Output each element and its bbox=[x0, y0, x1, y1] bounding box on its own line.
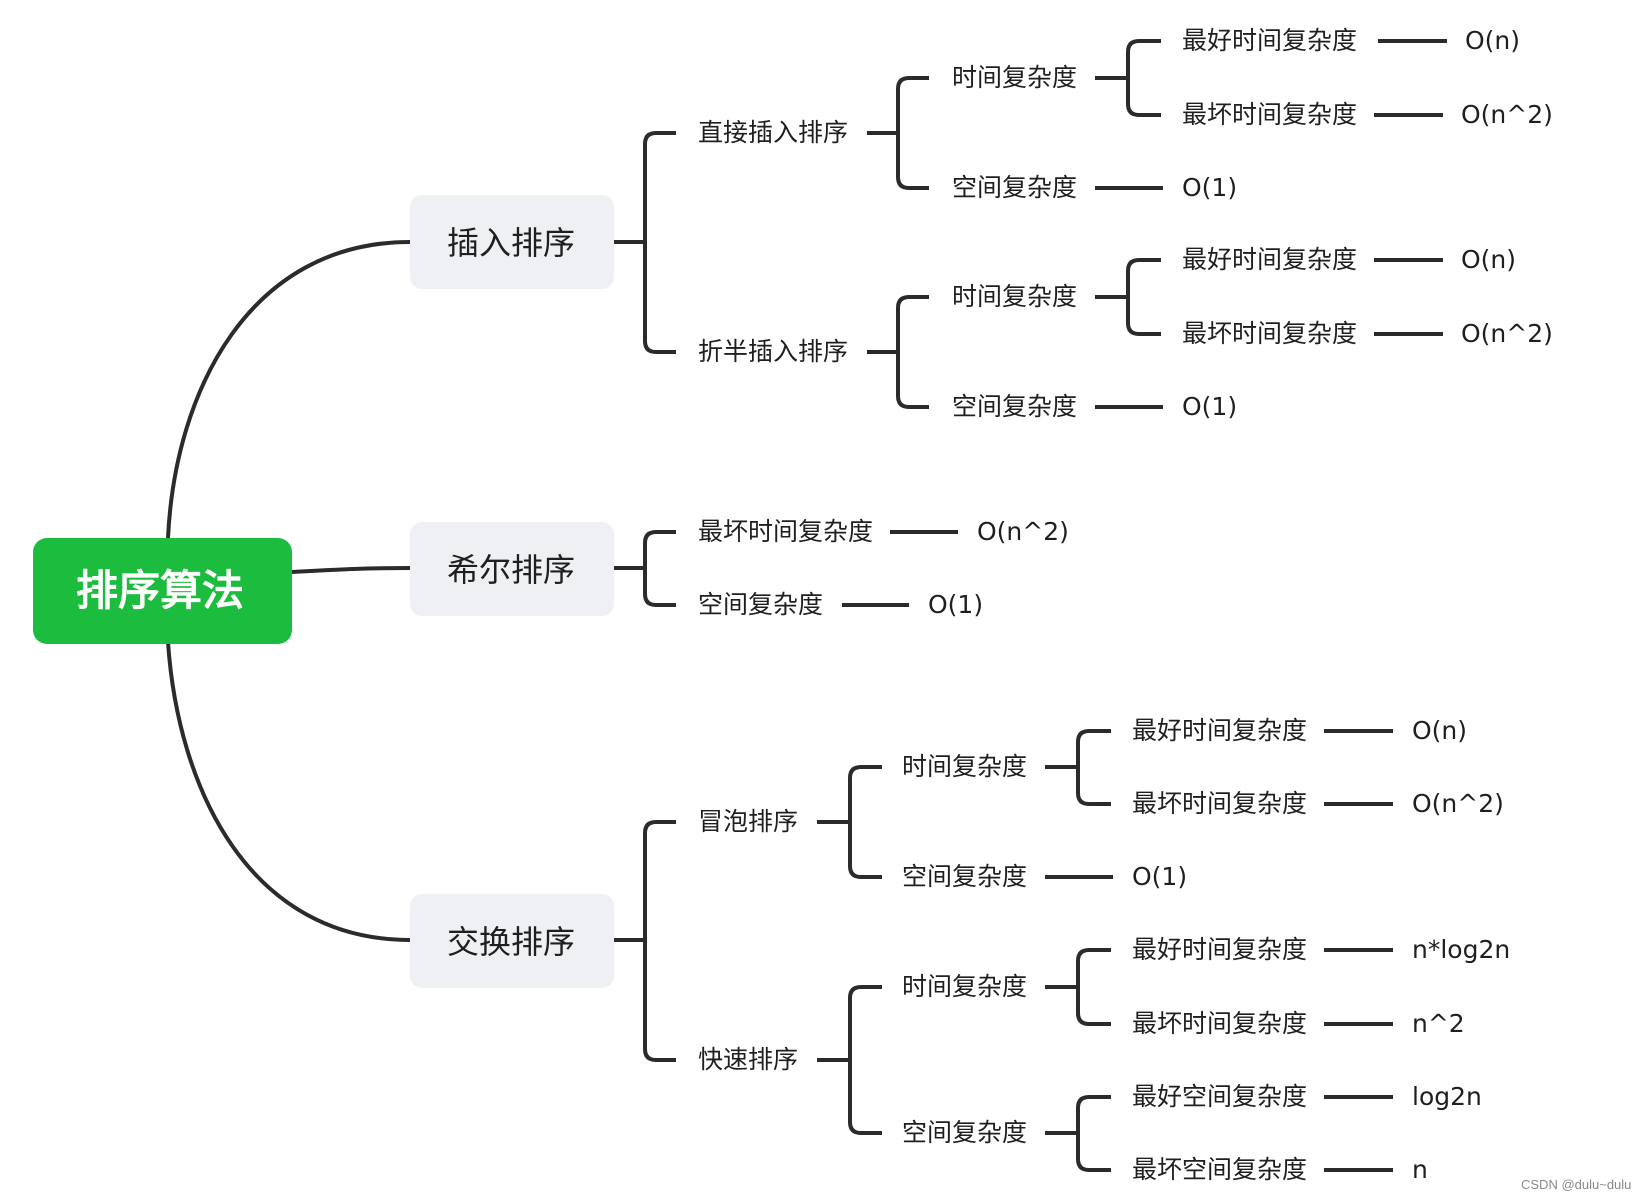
shell-worst-label[interactable]: 最坏时间复杂度 bbox=[698, 517, 874, 546]
category-shell-node[interactable] bbox=[410, 522, 614, 616]
binary-time-worst-value[interactable]: O(n^2) bbox=[1461, 319, 1553, 348]
category-insertion-label: 插入排序 bbox=[447, 224, 576, 262]
category-shell-label: 希尔排序 bbox=[447, 551, 576, 589]
bracket-insertion bbox=[614, 131, 676, 354]
root-label: 排序算法 bbox=[76, 566, 245, 615]
category-exchange-label: 交换排序 bbox=[447, 923, 576, 961]
quick-space-worst-label[interactable]: 最坏空间复杂度 bbox=[1132, 1155, 1308, 1184]
quick-space-best-label[interactable]: 最好空间复杂度 bbox=[1132, 1082, 1308, 1111]
binary-time-best-value[interactable]: O(n) bbox=[1461, 245, 1517, 274]
category-insertion-node[interactable] bbox=[410, 195, 614, 289]
quick-time-best-value[interactable]: n*log2n bbox=[1412, 935, 1511, 964]
direct-insertion-label[interactable]: 直接插入排序 bbox=[698, 118, 849, 147]
direct-space-value[interactable]: O(1) bbox=[1182, 173, 1238, 202]
binary-time-best-label[interactable]: 最好时间复杂度 bbox=[1182, 245, 1358, 274]
quick-space-worst-value[interactable]: n bbox=[1412, 1155, 1428, 1184]
bracket-shell bbox=[614, 530, 676, 607]
shell-worst-value[interactable]: O(n^2) bbox=[977, 517, 1069, 546]
bubble-sort-label[interactable]: 冒泡排序 bbox=[698, 807, 799, 836]
quick-time-worst-value[interactable]: n^2 bbox=[1412, 1009, 1465, 1038]
shell-space-label[interactable]: 空间复杂度 bbox=[698, 590, 824, 619]
binary-insertion-label[interactable]: 折半插入排序 bbox=[698, 337, 849, 366]
direct-time-worst-value[interactable]: O(n^2) bbox=[1461, 100, 1553, 129]
bubble-time-best-label[interactable]: 最好时间复杂度 bbox=[1132, 716, 1308, 745]
binary-space-label[interactable]: 空间复杂度 bbox=[952, 392, 1078, 421]
binary-time-label[interactable]: 时间复杂度 bbox=[952, 282, 1078, 311]
quick-time-label[interactable]: 时间复杂度 bbox=[902, 972, 1028, 1001]
bracket-direct bbox=[867, 76, 929, 190]
edge-root-exchange bbox=[166, 641, 411, 942]
bubble-time-worst-label[interactable]: 最坏时间复杂度 bbox=[1132, 789, 1308, 818]
bracket-quick-space bbox=[1045, 1095, 1111, 1172]
bubble-time-worst-value[interactable]: O(n^2) bbox=[1412, 789, 1504, 818]
bubble-time-best-value[interactable]: O(n) bbox=[1412, 716, 1468, 745]
bracket-direct-time bbox=[1095, 39, 1161, 117]
bracket-bubble bbox=[817, 765, 882, 879]
quick-time-worst-label[interactable]: 最坏时间复杂度 bbox=[1132, 1009, 1308, 1038]
edge-root-shell bbox=[291, 566, 411, 574]
shell-space-value[interactable]: O(1) bbox=[928, 590, 984, 619]
direct-time-best-label[interactable]: 最好时间复杂度 bbox=[1182, 26, 1358, 55]
bubble-space-label[interactable]: 空间复杂度 bbox=[902, 862, 1028, 891]
watermark: CSDN @dulu~dulu bbox=[1521, 1177, 1632, 1192]
quick-space-label[interactable]: 空间复杂度 bbox=[902, 1118, 1028, 1147]
binary-time-worst-label[interactable]: 最坏时间复杂度 bbox=[1182, 319, 1358, 348]
edge-root-insertion bbox=[166, 240, 411, 539]
bubble-space-value[interactable]: O(1) bbox=[1132, 862, 1188, 891]
bubble-time-label[interactable]: 时间复杂度 bbox=[902, 752, 1028, 781]
direct-space-label[interactable]: 空间复杂度 bbox=[952, 173, 1078, 202]
bracket-bubble-time bbox=[1045, 729, 1111, 806]
quick-space-best-value[interactable]: log2n bbox=[1412, 1082, 1482, 1111]
bracket-exchange bbox=[614, 820, 676, 1062]
root-node[interactable] bbox=[33, 538, 292, 644]
quick-time-best-label[interactable]: 最好时间复杂度 bbox=[1132, 935, 1308, 964]
binary-space-value[interactable]: O(1) bbox=[1182, 392, 1238, 421]
category-exchange-node[interactable] bbox=[410, 894, 614, 988]
direct-time-worst-label[interactable]: 最坏时间复杂度 bbox=[1182, 100, 1358, 129]
quick-sort-label[interactable]: 快速排序 bbox=[698, 1045, 799, 1074]
bracket-binary bbox=[867, 295, 929, 409]
bracket-quick-time bbox=[1045, 948, 1111, 1026]
bracket-quick bbox=[817, 985, 882, 1135]
direct-time-best-value[interactable]: O(n) bbox=[1465, 26, 1521, 55]
direct-time-label[interactable]: 时间复杂度 bbox=[952, 63, 1078, 92]
bracket-binary-time bbox=[1095, 258, 1161, 336]
